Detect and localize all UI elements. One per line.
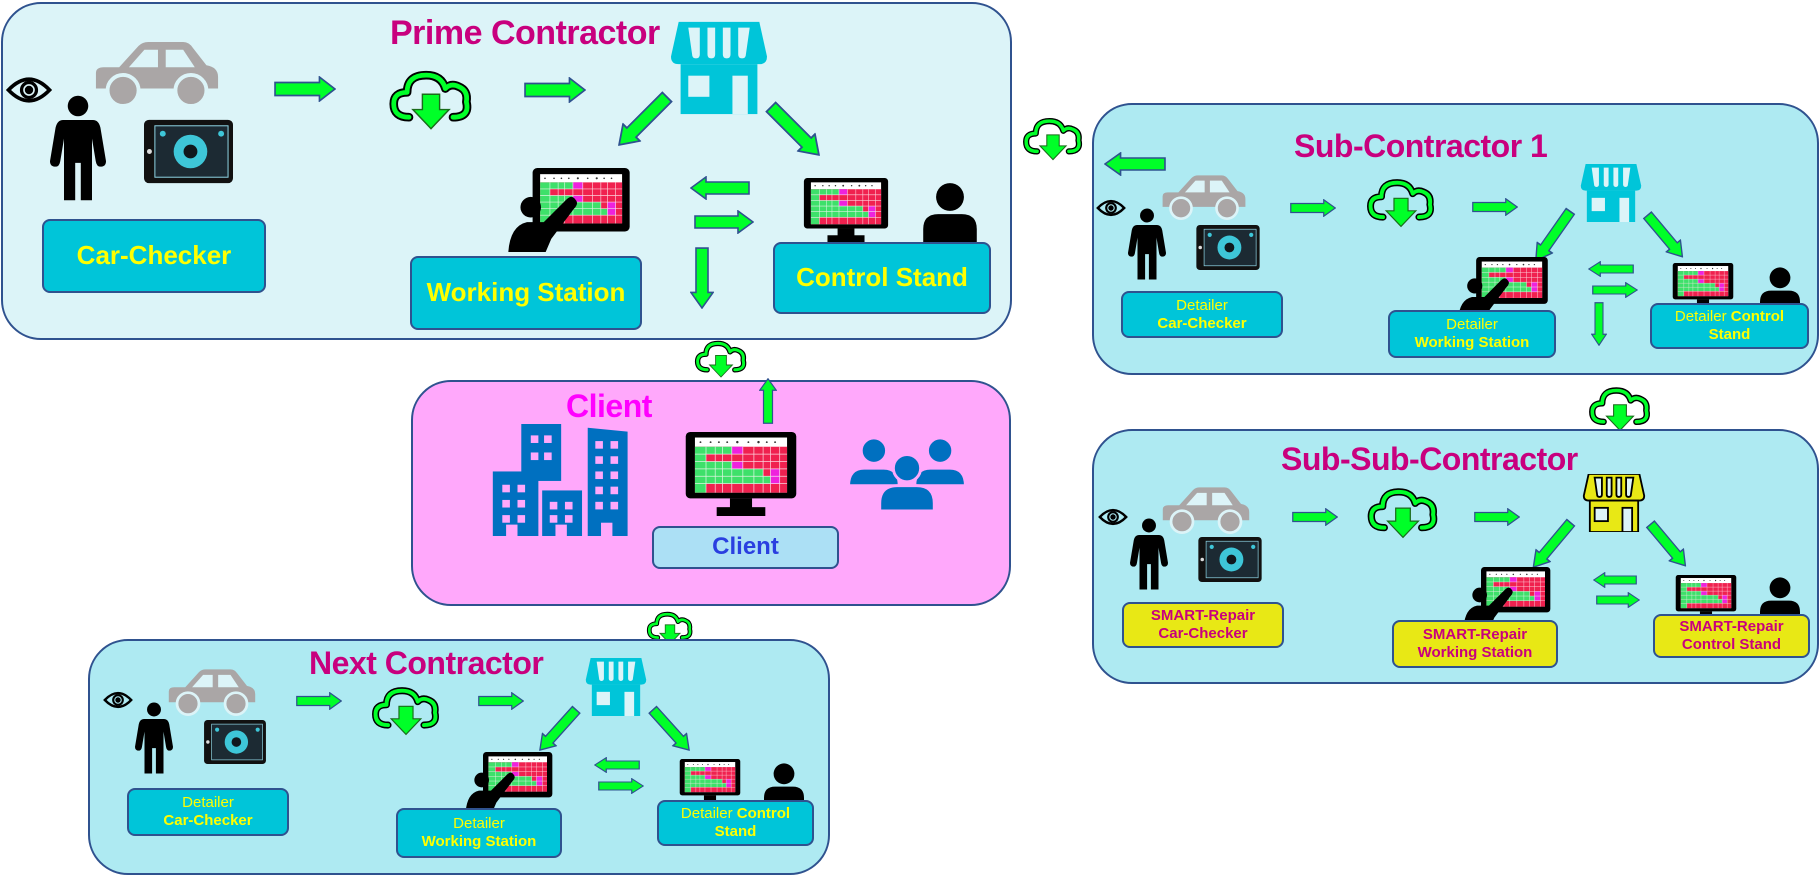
arrow-icon bbox=[478, 692, 524, 710]
person-icon bbox=[1130, 518, 1168, 590]
touchscreen-user-icon bbox=[1455, 567, 1559, 627]
store-icon bbox=[580, 658, 652, 716]
cloud-download-icon bbox=[694, 339, 748, 379]
prime-control-stand-text: Control Stand bbox=[796, 262, 968, 293]
user-icon bbox=[922, 182, 978, 242]
store-icon bbox=[671, 21, 767, 115]
arrow-icon bbox=[1592, 282, 1638, 298]
eye-icon bbox=[103, 691, 133, 709]
prime-contractor-title: Prime Contractor bbox=[390, 14, 660, 52]
arrow-icon bbox=[1591, 302, 1607, 346]
eye-icon bbox=[6, 76, 52, 104]
touchscreen-user-icon bbox=[496, 168, 642, 252]
group-icon bbox=[848, 437, 966, 511]
monitor-icon bbox=[674, 759, 746, 805]
arrow-icon bbox=[1588, 261, 1634, 277]
eye-icon bbox=[1098, 508, 1128, 526]
tablet-icon bbox=[203, 720, 267, 764]
car-icon bbox=[166, 668, 258, 716]
eye-icon bbox=[1096, 199, 1126, 217]
next-working-station-line1: Detailer bbox=[453, 815, 505, 832]
person-icon bbox=[135, 702, 173, 774]
cloud-download-icon bbox=[388, 67, 474, 133]
subsub-car-checker-line2: Car-Checker bbox=[1158, 625, 1248, 642]
sub1-control-stand-line1: Detailer Control bbox=[1674, 308, 1785, 325]
prime-control-stand-label[interactable]: Control Stand bbox=[773, 242, 991, 314]
arrow-icon bbox=[759, 378, 777, 424]
tablet-icon bbox=[1196, 225, 1260, 270]
sub1-control-stand-line2: Stand bbox=[1708, 326, 1751, 343]
sub1-working-station-label[interactable]: Detailer Working Station bbox=[1388, 310, 1556, 358]
subsub-car-checker-line1: SMART-Repair bbox=[1150, 607, 1256, 624]
buildings-icon bbox=[490, 424, 638, 536]
next-control-stand-line1: Detailer Control bbox=[680, 805, 791, 822]
sub1-working-station-line1: Detailer bbox=[1446, 316, 1498, 333]
arrow-icon bbox=[1474, 508, 1520, 526]
car-icon bbox=[94, 40, 220, 108]
car-icon bbox=[1160, 486, 1252, 534]
cloud-download-icon bbox=[1022, 115, 1084, 163]
tablet-icon bbox=[1198, 537, 1262, 582]
cloud-download-icon bbox=[1364, 178, 1438, 228]
sub1-car-checker-label[interactable]: Detailer Car-Checker bbox=[1121, 291, 1283, 338]
subsub-car-checker-label[interactable]: SMART-Repair Car-Checker bbox=[1122, 602, 1284, 648]
arrow-icon bbox=[694, 210, 754, 234]
car-icon bbox=[1160, 174, 1248, 220]
arrow-icon bbox=[690, 176, 750, 200]
prime-working-station-text: Working Station bbox=[426, 277, 626, 308]
sub1-car-checker-line1: Detailer bbox=[1176, 296, 1228, 314]
tablet-icon bbox=[144, 119, 233, 184]
prime-car-checker-text: Car-Checker bbox=[76, 240, 232, 271]
sub1-control-stand-label[interactable]: Detailer Control Stand bbox=[1650, 303, 1809, 349]
subsub-control-stand-label[interactable]: SMART-Repair Control Stand bbox=[1653, 614, 1810, 658]
person-icon bbox=[50, 92, 106, 204]
arrow-icon bbox=[524, 77, 586, 103]
next-contractor-title: Next Contractor bbox=[309, 645, 544, 681]
monitor-icon bbox=[676, 432, 806, 516]
arrow-icon bbox=[690, 247, 714, 309]
arrow-icon bbox=[1290, 199, 1336, 217]
arrow-icon bbox=[1104, 152, 1166, 176]
monitor-icon bbox=[796, 178, 896, 242]
sub1-working-station-line2: Working Station bbox=[1414, 334, 1530, 351]
arrow-icon bbox=[1472, 198, 1518, 216]
sub-sub-contractor-title: Sub-Sub-Contractor bbox=[1281, 441, 1578, 477]
subsub-working-station-line2: Working Station bbox=[1417, 644, 1533, 661]
subsub-control-stand-line2: Control Stand bbox=[1681, 636, 1782, 653]
client-label-text: Client bbox=[712, 533, 779, 561]
next-car-checker-line1: Detailer bbox=[182, 794, 234, 811]
next-working-station-label[interactable]: Detailer Working Station bbox=[396, 808, 562, 858]
arrow-icon bbox=[1596, 592, 1640, 608]
subsub-working-station-label[interactable]: SMART-Repair Working Station bbox=[1392, 620, 1558, 668]
store-icon bbox=[1578, 474, 1650, 532]
touchscreen-user-icon bbox=[456, 752, 562, 812]
arrow-icon bbox=[598, 778, 644, 794]
sub1-car-checker-line2: Car-Checker bbox=[1157, 314, 1247, 332]
arrow-icon bbox=[274, 76, 336, 102]
cloud-download-icon bbox=[1588, 386, 1652, 432]
subsub-working-station-line1: SMART-Repair bbox=[1422, 626, 1528, 643]
arrow-icon bbox=[1593, 572, 1637, 588]
prime-car-checker-label[interactable]: Car-Checker bbox=[42, 219, 266, 293]
sub-contractor-1-title: Sub-Contractor 1 bbox=[1294, 128, 1548, 164]
next-working-station-line2: Working Station bbox=[421, 833, 537, 850]
client-title: Client bbox=[566, 388, 652, 424]
cloud-download-icon bbox=[1366, 487, 1440, 539]
arrow-icon bbox=[1292, 508, 1338, 526]
cloud-download-icon bbox=[370, 686, 442, 736]
client-label[interactable]: Client bbox=[652, 526, 839, 569]
next-car-checker-label[interactable]: Detailer Car-Checker bbox=[127, 788, 289, 836]
person-icon bbox=[1128, 208, 1166, 280]
prime-working-station-label[interactable]: Working Station bbox=[410, 256, 642, 330]
store-icon bbox=[1575, 164, 1647, 222]
arrow-icon bbox=[296, 692, 342, 710]
next-control-stand-line2: Stand bbox=[714, 823, 757, 840]
next-control-stand-label[interactable]: Detailer Control Stand bbox=[657, 800, 814, 846]
subsub-control-stand-line1: SMART-Repair bbox=[1679, 618, 1784, 635]
arrow-icon bbox=[594, 757, 640, 773]
next-car-checker-line2: Car-Checker bbox=[163, 812, 253, 829]
